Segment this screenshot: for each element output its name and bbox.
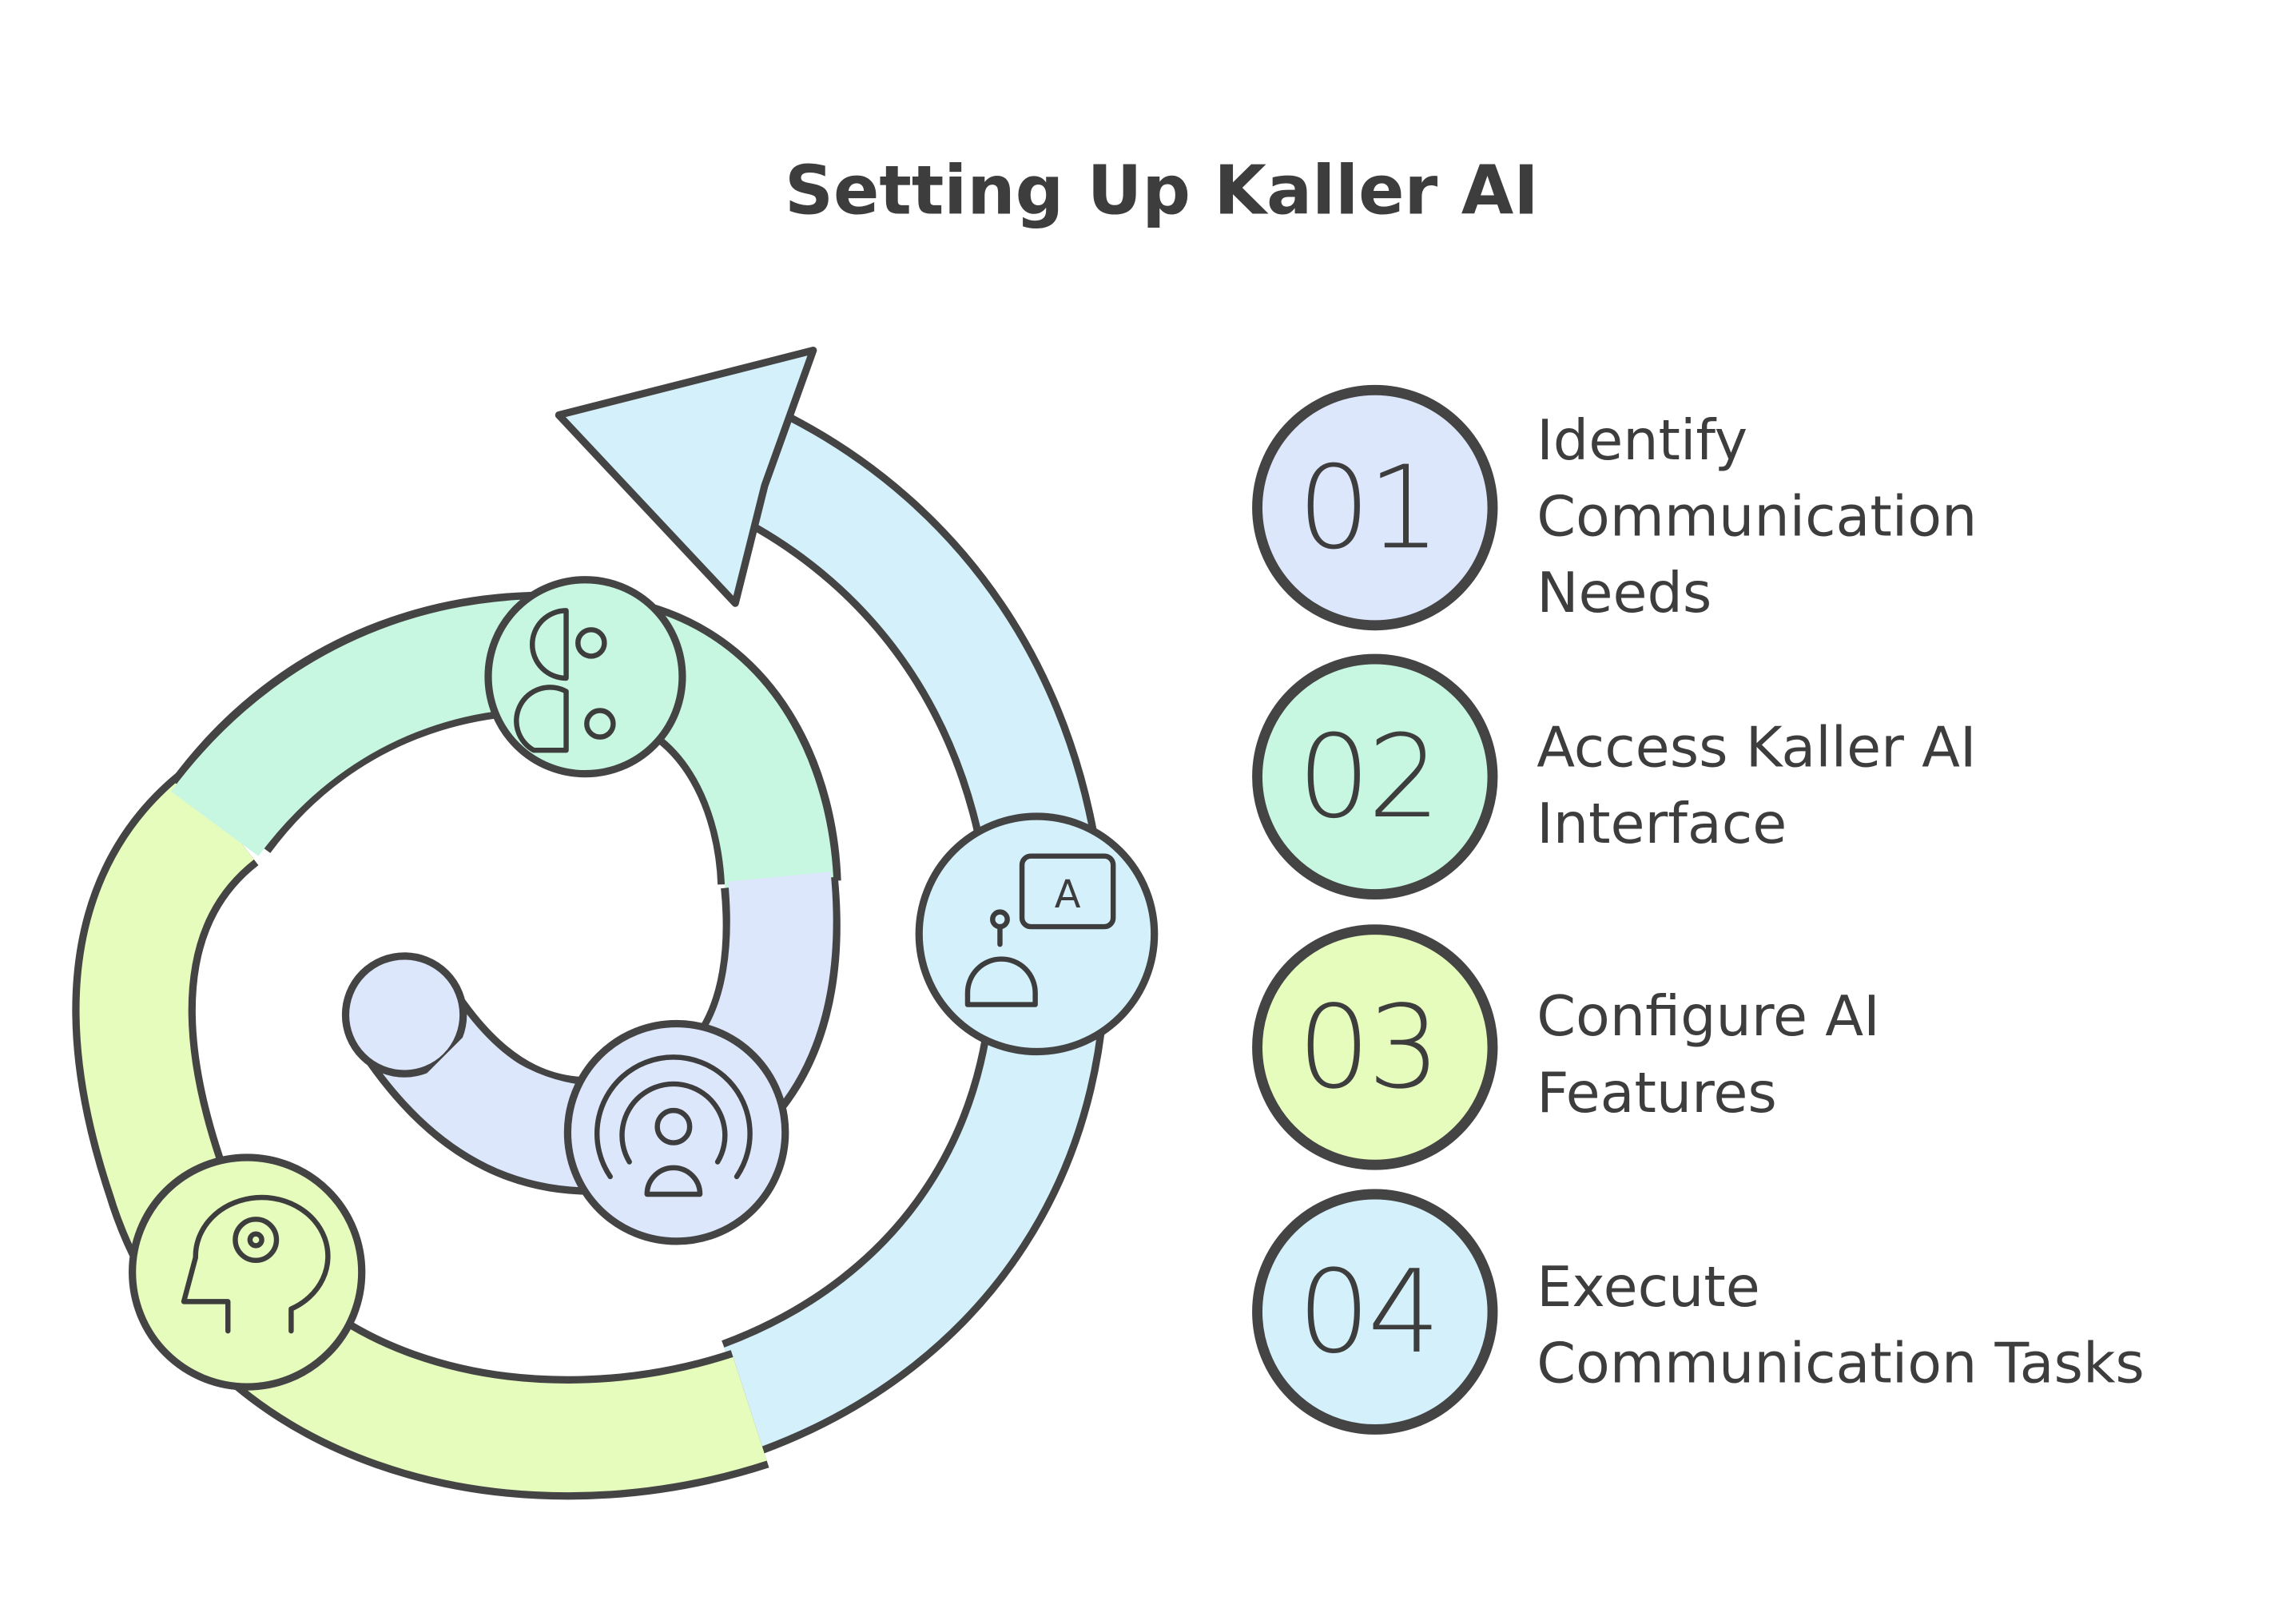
arrowhead — [555, 347, 817, 607]
step-label: Communication Tasks — [1537, 1332, 2145, 1396]
step-number: 02 — [1298, 710, 1437, 844]
diagram-title: Setting Up Kaller AI — [785, 150, 1539, 229]
step-label: Features — [1537, 1061, 1777, 1126]
step-02: 02 Access Kaller AI Interface — [1252, 653, 1977, 900]
broadcast-person-icon — [594, 1054, 753, 1197]
head-gear-icon — [181, 1194, 331, 1334]
icon-broadcast-person — [563, 1019, 789, 1245]
step-label: Communication — [1537, 485, 1977, 550]
robot-chat-icon: A — [964, 853, 1116, 1007]
svg-text:A: A — [1055, 873, 1081, 917]
step-label: Interface — [1537, 792, 1787, 856]
step-number: 03 — [1298, 981, 1437, 1114]
step-number: 04 — [1298, 1245, 1437, 1379]
brain-gear-icon — [514, 608, 616, 753]
step-label: Identify — [1537, 408, 1747, 473]
icon-brain-gear — [484, 576, 686, 778]
step-label: Execute — [1537, 1255, 1760, 1320]
step-label: Access Kaller AI — [1537, 715, 1976, 780]
step-04: 04 Execute Communication Tasks — [1252, 1189, 2145, 1435]
step-number: 01 — [1298, 441, 1437, 574]
icon-head-gear — [129, 1153, 366, 1391]
step-label: Needs — [1537, 561, 1712, 625]
step-01: 01 Identify Communication Needs — [1252, 384, 1977, 631]
step-03: 03 Configure AI Features — [1252, 924, 1880, 1170]
icon-robot-chat: A — [915, 812, 1159, 1056]
step-label: Configure AI — [1537, 984, 1880, 1049]
